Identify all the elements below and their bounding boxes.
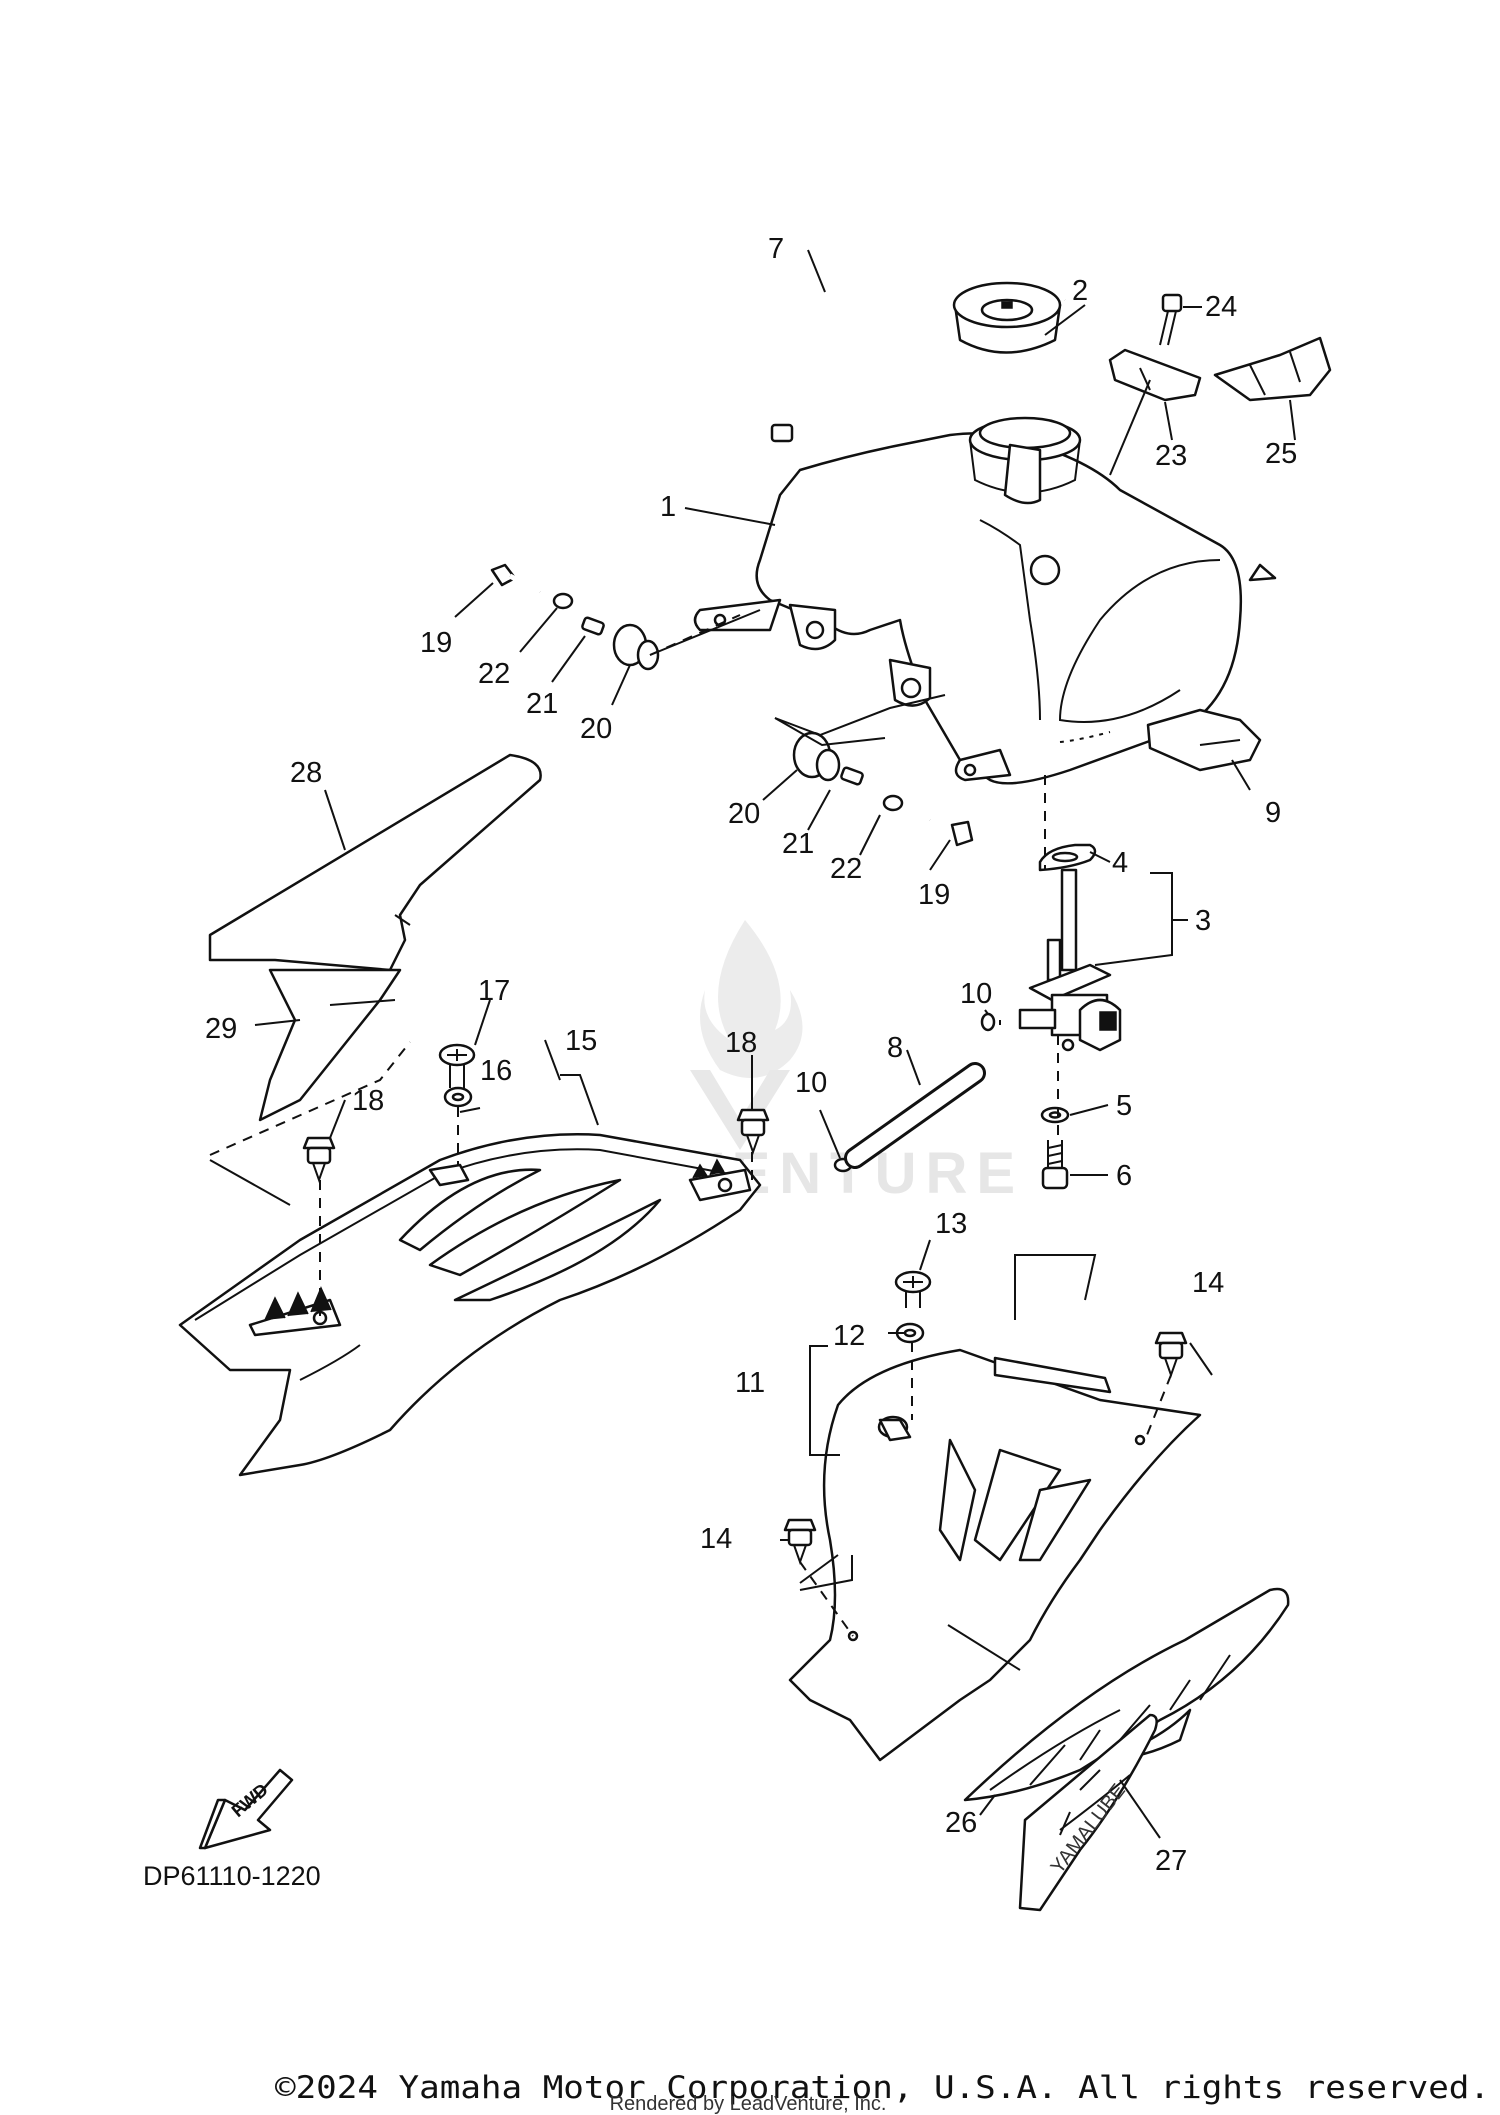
rendered-by: Rendered by LeadVenture, Inc.	[610, 2093, 887, 2115]
callout-28: 28	[290, 757, 322, 789]
fuel-cock-3	[1018, 868, 1122, 1052]
side-cover-11	[788, 1348, 1202, 1762]
callouts: 7 2 24 23 25 1 19 22 21 20 9 20 21 22 19…	[205, 233, 1297, 1877]
side-cover-15	[178, 1133, 762, 1477]
screw-13	[894, 1270, 932, 1308]
callout-29: 29	[205, 1013, 237, 1045]
clip-14-lower	[783, 1518, 817, 1566]
bolt-24	[1159, 293, 1183, 346]
collar-12	[895, 1322, 925, 1344]
assembly-lines	[209, 614, 1172, 1671]
callout-11: 11	[735, 1367, 765, 1399]
breather-hose	[770, 209, 1070, 443]
callout-17: 17	[478, 975, 510, 1007]
callout-27: 27	[1155, 1845, 1187, 1877]
washer-5	[1040, 1106, 1070, 1124]
callout-20b: 20	[728, 798, 760, 830]
fuel-cap	[952, 281, 1062, 354]
clip-14-upper	[1154, 1331, 1188, 1379]
leader-lines	[254, 249, 1296, 1839]
callout-8: 8	[887, 1032, 903, 1064]
reference-code: DP61110-1220	[143, 1861, 321, 1891]
screw-17	[438, 1043, 476, 1088]
callout-14a: 14	[1192, 1267, 1224, 1299]
callout-13: 13	[935, 1208, 967, 1240]
callout-21b: 21	[782, 828, 814, 860]
callout-10b: 10	[795, 1067, 827, 1099]
callout-21a: 21	[526, 688, 558, 720]
decal-28	[208, 753, 542, 972]
callout-18b: 18	[725, 1027, 757, 1059]
bracket-23	[1108, 348, 1202, 402]
callout-2: 2	[1072, 275, 1088, 307]
callout-26: 26	[945, 1807, 977, 1839]
callout-18a: 18	[352, 1085, 384, 1117]
callout-6: 6	[1116, 1160, 1132, 1192]
fwd-arrow: FWD	[198, 1768, 294, 1850]
mount-set-lower	[792, 731, 974, 847]
callout-23: 23	[1155, 440, 1187, 472]
strap-25	[1213, 336, 1332, 402]
callout-3: 3	[1195, 905, 1211, 937]
callout-4: 4	[1112, 847, 1128, 879]
decal-26	[963, 1587, 1290, 1802]
bolt-6	[1041, 1140, 1069, 1190]
copyright-notice: ©2024 Yamaha Motor Corporation, U.S.A. A…	[275, 2070, 1490, 2106]
callout-10a: 10	[960, 978, 992, 1010]
decal-29	[258, 968, 402, 1122]
callout-22a: 22	[478, 658, 510, 690]
callout-7: 7	[768, 233, 784, 265]
callout-1: 1	[660, 491, 676, 523]
callout-25: 25	[1265, 438, 1297, 470]
mount-set-upper	[490, 563, 660, 671]
callout-20a: 20	[580, 713, 612, 745]
clip-18-left	[302, 1136, 336, 1184]
collar-16	[443, 1086, 473, 1108]
callout-14b: 14	[700, 1523, 732, 1555]
callout-16: 16	[480, 1055, 512, 1087]
fuel-hose-8	[844, 1062, 986, 1169]
fuel-tank	[693, 416, 1277, 785]
callout-5: 5	[1116, 1090, 1132, 1122]
clip-18-right	[736, 1108, 770, 1156]
cover-9	[1146, 708, 1262, 772]
callout-22b: 22	[830, 853, 862, 885]
callout-12: 12	[833, 1320, 865, 1352]
gasket-4	[1038, 843, 1097, 872]
callout-19b: 19	[918, 879, 950, 911]
callout-19a: 19	[420, 627, 452, 659]
callout-24: 24	[1205, 291, 1237, 323]
callout-9: 9	[1265, 797, 1281, 829]
callout-15: 15	[565, 1025, 597, 1057]
